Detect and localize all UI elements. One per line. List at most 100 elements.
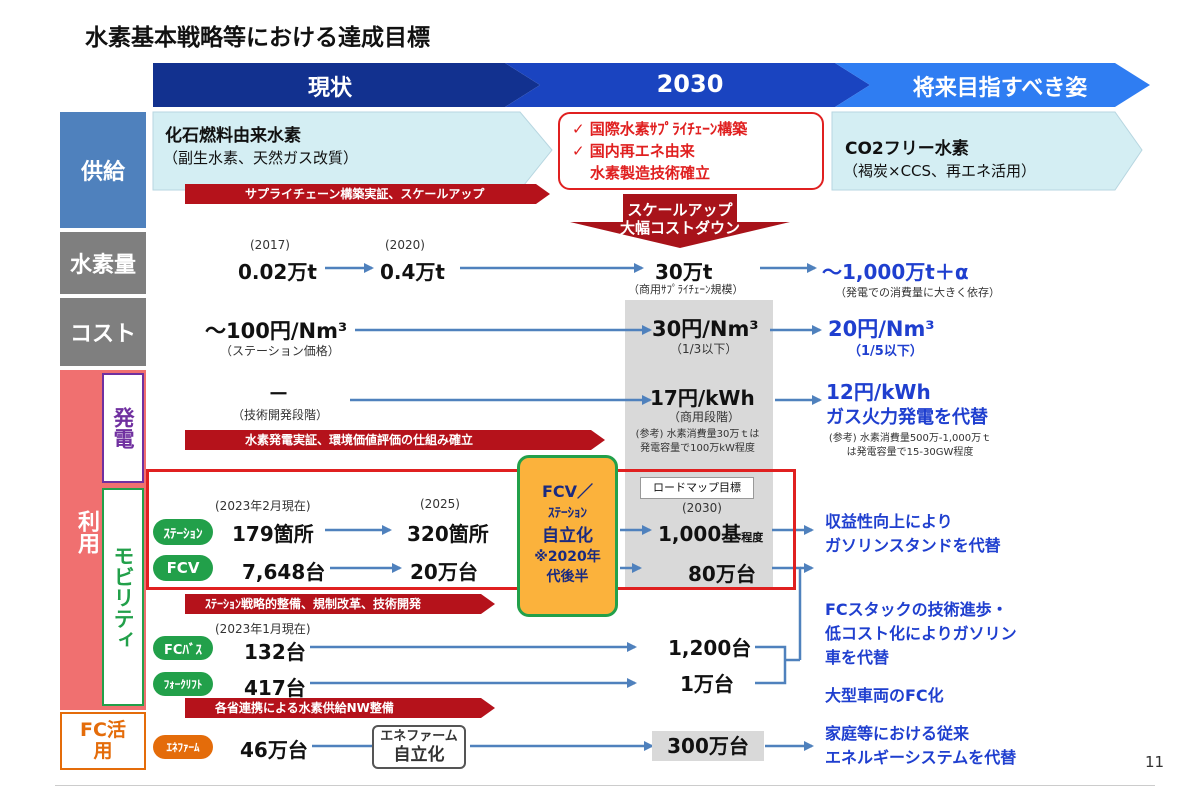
page-title: 水素基本戦略等における達成目標 (85, 25, 430, 51)
supply-chevrons (152, 111, 1143, 191)
mobility-header-2030: (2030) (682, 501, 722, 515)
power-ref-2030: (参考) 水素消費量30万ｔは 発電容量で100万kW程度 (610, 428, 785, 456)
roadmap-highlight-box (146, 469, 796, 590)
ene-tag: ｴﾈﾌｧｰﾑ (153, 735, 213, 759)
sidebar-power-box: 発電 (102, 373, 144, 483)
cost-current-note: （ステーション価格） (220, 344, 340, 358)
power-current-value: － (268, 382, 289, 406)
fc-future-2: エネルギーシステムを代替 (825, 748, 1017, 767)
scaleup-line-2: 大幅コストダウン (620, 219, 741, 237)
nw-bar: 各省連携による水素供給NW整備 (185, 698, 495, 718)
fcv-tag: FCV (153, 555, 213, 581)
fc-future: 家庭等における従来 エネルギーシステムを代替 (825, 722, 1016, 770)
mobility-header-2025: (2025) (420, 497, 460, 511)
bus-2030: 1,200台 (668, 636, 752, 660)
header-current: 現状 (307, 76, 352, 101)
header-arrow-2030 (505, 63, 870, 107)
power-ref-future-1: (参考) 水素消費量500万-1,000万ｔ (828, 433, 992, 444)
footer-divider (55, 785, 1155, 786)
supply-future-sub: （褐炭×CCS、再エネ活用） (843, 162, 1037, 180)
bus-tag: FCﾊﾞｽ (153, 636, 213, 660)
future-stack-1: FCスタックの技術進歩・ (825, 600, 1008, 619)
supply-chain-bar: サプライチェーン構築実証、スケールアップ (185, 184, 550, 204)
sidebar-use: 利用 (74, 510, 99, 554)
scaleup-arrow (570, 194, 790, 248)
supply-current-chevron (152, 111, 553, 191)
fcv-2025: 20万台 (410, 560, 478, 584)
future-large: 大型車両のFC化 (825, 686, 944, 705)
fc-2030: 300万台 (652, 731, 764, 761)
supply-2030-goals: ✓ 国際水素ｻﾌﾟﾗｲﾁｪｰﾝ構築 ✓ 国内再エネ由来 水素製造技術確立 (558, 112, 824, 190)
future-station-2: ガソリンスタンドを代替 (825, 536, 1001, 555)
fork-2030: 1万台 (680, 672, 734, 696)
mobility-bar: ｽﾃｰｼｮﾝ戦略的整備、規制改革、技術開発 (185, 594, 495, 614)
supply-current-title: 化石燃料由来水素 (165, 126, 301, 146)
amount-2020-label: (2020) (385, 238, 425, 252)
goal-line-1: ✓ 国際水素ｻﾌﾟﾗｲﾁｪｰﾝ構築 (572, 120, 748, 138)
power-ref-2030-2: 発電容量で100万kW程度 (640, 443, 755, 454)
goal-line-3: 水素製造技術確立 (590, 164, 711, 182)
goal-line-2: ✓ 国内再エネ由来 (572, 142, 695, 160)
future-stack-2: 低コスト化によりガソリン (825, 624, 1017, 643)
bus-header: (2023年1月現在) (215, 622, 311, 636)
roadmap-label: ロードマップ目標 (640, 477, 754, 499)
amount-future-note: （発電での消費量に大きく依存） (835, 286, 1000, 299)
cost-future-note: （1/5以下） (848, 344, 923, 359)
future-station: 収益性向上により ガソリンスタンドを代替 (825, 510, 1001, 558)
indep-line-5: 代後半 (546, 569, 589, 585)
sidebar-amount: 水素量 (60, 232, 146, 294)
ene-independence-box: エネファーム 自立化 (372, 725, 466, 769)
header-2030: 2030 (656, 70, 724, 98)
station-tag: ｽﾃｰｼｮﾝ (153, 519, 213, 545)
cost-future-value: 20円/Nm³ (828, 317, 935, 341)
station-2030-suffix: 程度 (741, 531, 764, 544)
power-2030-note: （商用段階） (668, 410, 741, 424)
cost-current-value: ～100円/Nm³ (205, 319, 348, 343)
station-current: 179箇所 (232, 522, 314, 546)
station-2030: 1,000基程度 (658, 518, 763, 547)
power-future-2: ガス火力発電を代替 (826, 407, 988, 428)
amount-future-value: ～1,000万t＋α (822, 260, 969, 284)
power-ref-future: (参考) 水素消費量500万-1,000万ｔ は発電容量で15-30GW程度 (795, 432, 1025, 460)
sidebar-power: 発電 (111, 407, 135, 449)
future-stack: FCスタックの技術進歩・ 低コスト化によりガソリン 車を代替 (825, 598, 1017, 670)
scaleup-line-1: スケールアップ (627, 201, 733, 219)
supply-future-chevron (831, 111, 1143, 191)
indep-line-3: 自立化 (542, 526, 593, 546)
fork-tag: ﾌｫｰｸﾘﾌﾄ (153, 672, 213, 696)
amount-2030-note: （商用ｻﾌﾟﾗｲﾁｪｰﾝ規模） (628, 283, 744, 296)
power-future-1: 12円/kWh (826, 380, 931, 404)
supply-current-sub: （副生水素、天然ガス改質） (163, 149, 359, 167)
header-arrows (153, 63, 1150, 107)
power-ref-future-2: は発電容量で15-30GW程度 (846, 447, 974, 458)
scaleup-label: スケールアップ 大幅コストダウン (620, 201, 740, 237)
connector-fcv (772, 566, 802, 660)
station-2030-value: 1,000基 (658, 522, 742, 546)
bus-current: 132台 (244, 640, 306, 664)
ene-indep-2: 自立化 (393, 745, 445, 765)
amount-2030-value: 30万t (655, 260, 713, 284)
fc-future-1: 家庭等における従来 (825, 724, 970, 743)
ene-indep-1: エネファーム (380, 729, 458, 744)
power-2030-value: 17円/kWh (650, 386, 755, 410)
header-arrow-future (835, 63, 1150, 107)
indep-line-1: FCV／ (541, 482, 594, 501)
amount-2017-value: 0.02万t (238, 260, 317, 284)
connector-bus-fork (755, 645, 787, 685)
col-2030-highlight (625, 300, 773, 588)
sidebar-mobility-box: モビリティ (102, 488, 144, 706)
future-stack-3: 車を代替 (825, 648, 890, 667)
indep-line-4: ※2020年 (534, 549, 601, 565)
header-arrow-current (153, 63, 540, 107)
power-current-note: （技術開発段階） (232, 408, 329, 422)
amount-2017-label: (2017) (250, 238, 290, 252)
station-2025: 320箇所 (407, 522, 489, 546)
power-bar: 水素発電実証、環境価値評価の仕組み確立 (185, 430, 605, 450)
indep-line-2: ｽﾃｰｼｮﾝ (548, 506, 587, 521)
header-future: 将来目指すべき姿 (912, 76, 1088, 101)
fcv-current: 7,648台 (242, 560, 326, 584)
sidebar-mobility: モビリティ (111, 544, 135, 650)
fork-current: 417台 (244, 676, 306, 700)
sidebar-supply: 供給 (60, 112, 146, 228)
